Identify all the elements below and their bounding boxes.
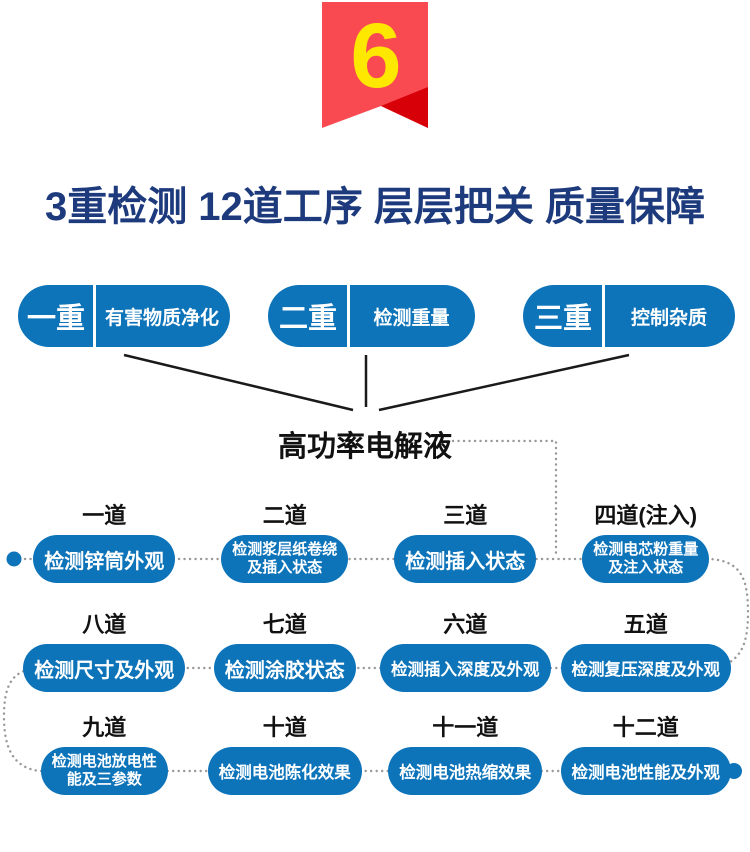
step-desc: 检测电池性能及外观	[571, 764, 721, 782]
process-row-1: 一道 检测锌筒外观 二道 检测浆层纸卷绕 及插入状态 三道 检测插入状态 四道(…	[14, 503, 736, 583]
step-desc: 及注入状态	[608, 559, 684, 576]
step-desc: 检测浆层纸卷绕	[232, 541, 338, 558]
badge-number: 6	[350, 5, 401, 107]
step-number: 六道	[443, 612, 488, 637]
step-pill: 检测电池放电性 能及三参数	[40, 747, 168, 795]
process-step: 十道 检测电池陈化效果	[195, 715, 376, 795]
step-number: 一道	[82, 503, 127, 528]
step-desc: 能及三参数	[66, 771, 142, 788]
step-number: 四道(注入)	[594, 503, 698, 528]
step-desc: 检测锌筒外观	[44, 550, 165, 573]
step-number: 十二道	[612, 715, 679, 740]
step-number: 八道	[82, 612, 127, 637]
process-step: 八道 检测尺寸及外观	[14, 612, 195, 692]
process-step: 四道(注入) 检测电芯粉重量 及注入状态	[556, 503, 737, 583]
step-number: 十一道	[432, 715, 499, 740]
level-desc: 有害物质净化	[104, 307, 219, 329]
level-divider	[347, 276, 350, 356]
level-label: 三重	[533, 303, 592, 335]
ribbon-fold	[381, 87, 428, 128]
step-pill: 检测尺寸及外观	[23, 644, 186, 692]
flow-dotted-path	[2, 557, 750, 773]
converge-line-right	[378, 353, 630, 412]
process-step: 九道 检测电池放电性 能及三参数	[14, 715, 195, 795]
ribbon-badge: 6	[322, 2, 428, 128]
level-desc: 检测重量	[373, 307, 450, 329]
step-desc: 检测复压深度及外观	[571, 661, 721, 679]
step-number: 五道	[623, 612, 668, 637]
step-desc: 检测电池陈化效果	[218, 764, 351, 782]
step-desc: 检测插入深度及外观	[391, 661, 540, 679]
page-title: 3重检测 12道工序 层层把关 质量保障	[44, 185, 706, 229]
step-pill: 检测锌筒外观	[33, 535, 176, 583]
step-desc: 检测尺寸及外观	[34, 659, 175, 682]
level-divider	[602, 276, 605, 356]
step-number: 三道	[443, 503, 488, 528]
step-pill: 检测涂胶状态	[213, 644, 356, 692]
level-pill-1: 一重 有害物质净化	[18, 276, 230, 356]
step-desc: 检测电芯粉重量	[593, 541, 699, 558]
process-step: 三道 检测插入状态	[375, 503, 556, 583]
step-number: 七道	[262, 612, 307, 637]
step-pill: 检测插入状态	[394, 535, 537, 583]
ribbon-body	[322, 2, 428, 128]
step-number: 九道	[82, 715, 127, 740]
step-pill: 检测复压深度及外观	[560, 644, 731, 692]
step-pill: 检测电池性能及外观	[560, 747, 731, 795]
step-desc: 检测电池热缩效果	[399, 764, 532, 782]
step-desc: 检测插入状态	[405, 550, 526, 573]
step-pill: 检测电芯粉重量 及注入状态	[582, 535, 710, 583]
step-desc: 检测电池放电性	[51, 753, 157, 770]
step-pill: 检测电池陈化效果	[207, 747, 362, 795]
step-pill: 检测浆层纸卷绕 及插入状态	[221, 535, 349, 583]
level-pill-2: 二重 检测重量	[268, 276, 475, 356]
converge-line-left	[123, 353, 354, 412]
process-step: 六道 检测插入深度及外观	[375, 612, 556, 692]
step-desc: 及插入状态	[247, 559, 323, 576]
step-desc: 检测涂胶状态	[224, 659, 345, 682]
level-label: 一重	[26, 303, 85, 335]
process-step: 七道 检测涂胶状态	[195, 612, 376, 692]
step-number: 十道	[262, 715, 307, 740]
step-number: 二道	[262, 503, 307, 528]
process-step: 一道 检测锌筒外观	[14, 503, 195, 583]
process-step: 二道 检测浆层纸卷绕 及插入状态	[195, 503, 376, 583]
step-pill: 检测电池热缩效果	[388, 747, 543, 795]
level-label: 二重	[278, 303, 337, 335]
level-desc: 控制杂质	[630, 307, 707, 329]
flow-start-dot	[6, 551, 22, 567]
step-pill: 检测插入深度及外观	[380, 644, 551, 692]
process-row-3: 九道 检测电池放电性 能及三参数 十道 检测电池陈化效果 十一道 检测电池热缩效…	[14, 715, 736, 795]
process-row-2: 八道 检测尺寸及外观 七道 检测涂胶状态 六道 检测插入深度及外观 五道 检测复…	[14, 612, 736, 692]
process-step: 十一道 检测电池热缩效果	[375, 715, 556, 795]
center-node-label: 高功率电解液	[277, 431, 452, 463]
level-pill-3: 三重 控制杂质	[523, 276, 735, 356]
level-divider	[93, 276, 96, 356]
process-step: 五道 检测复压深度及外观	[556, 612, 737, 692]
process-step: 十二道 检测电池性能及外观	[556, 715, 737, 795]
